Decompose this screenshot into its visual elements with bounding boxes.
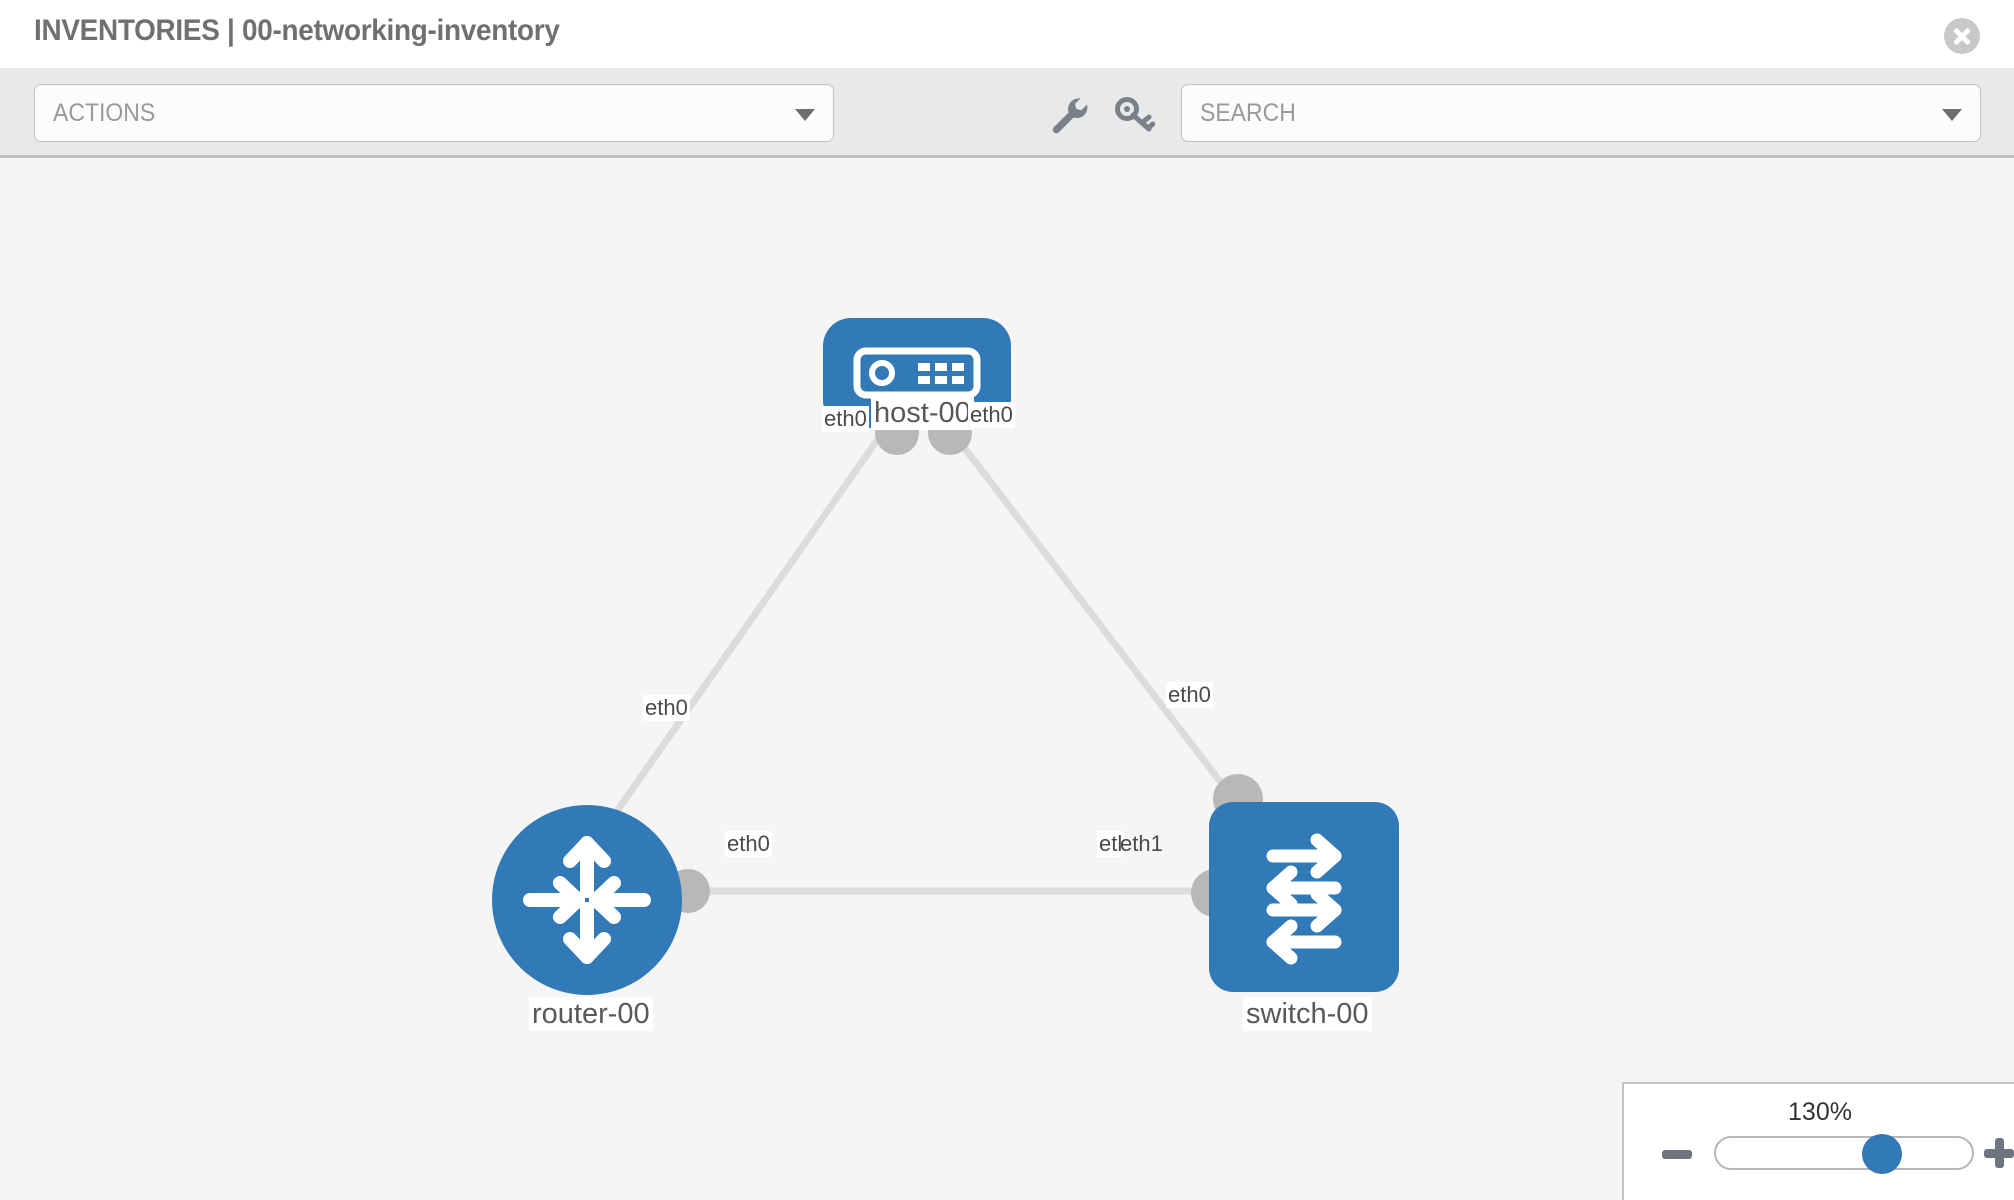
zoom-slider-thumb[interactable] (1862, 1134, 1902, 1174)
plus-icon-vertical (1995, 1138, 2004, 1168)
zoom-control-panel: 130% (1622, 1082, 2014, 1200)
key-icon[interactable] (1113, 93, 1156, 135)
node-switch-00[interactable] (1209, 802, 1399, 992)
page-title: INVENTORIES | 00-networking-inventory (34, 14, 560, 47)
plus-icon[interactable] (1984, 1138, 2014, 1168)
switch-arrows-icon (1266, 833, 1342, 965)
node-router-00[interactable] (492, 805, 682, 995)
node-label-host-00: host-00 (871, 396, 974, 430)
chevron-down-icon (1942, 109, 1962, 121)
actions-dropdown[interactable]: ACTIONS (34, 84, 834, 142)
close-icon[interactable] (1944, 18, 1980, 54)
iface-label-host-right: eth0 (968, 402, 1015, 428)
router-arrows-icon (523, 836, 651, 964)
page-header: INVENTORIES | 00-networking-inventory (0, 0, 2014, 68)
iface-label-router-up: eth0 (643, 695, 690, 721)
zoom-level-value: 130% (1788, 1098, 1852, 1126)
server-icon (853, 347, 981, 399)
wrench-icon[interactable] (1047, 93, 1089, 135)
node-label-router-00: router-00 (529, 997, 653, 1031)
iface-label-switch-up: eth0 (1166, 682, 1213, 708)
iface-label-router-right: eth0 (725, 831, 772, 857)
iface-label-switch-left: eth1 (1120, 831, 1163, 856)
topology-canvas[interactable]: host-00 router-00 switch-00 eth0 eth0 et… (0, 161, 2014, 1200)
actions-dropdown-label: ACTIONS (53, 99, 156, 127)
minus-icon[interactable] (1662, 1150, 1692, 1159)
search-input[interactable]: SEARCH (1181, 84, 1981, 142)
node-label-switch-00: switch-00 (1243, 997, 1372, 1031)
iface-label-switch-left-overlap: etl (1097, 831, 1125, 857)
chevron-down-icon (795, 109, 815, 121)
iface-label-host-left: eth0 (822, 406, 869, 432)
zoom-slider[interactable] (1714, 1134, 1974, 1174)
search-placeholder: SEARCH (1200, 99, 1296, 127)
link-host-router (607, 426, 888, 824)
topology-links (607, 426, 1238, 895)
link-host-switch (947, 426, 1238, 804)
